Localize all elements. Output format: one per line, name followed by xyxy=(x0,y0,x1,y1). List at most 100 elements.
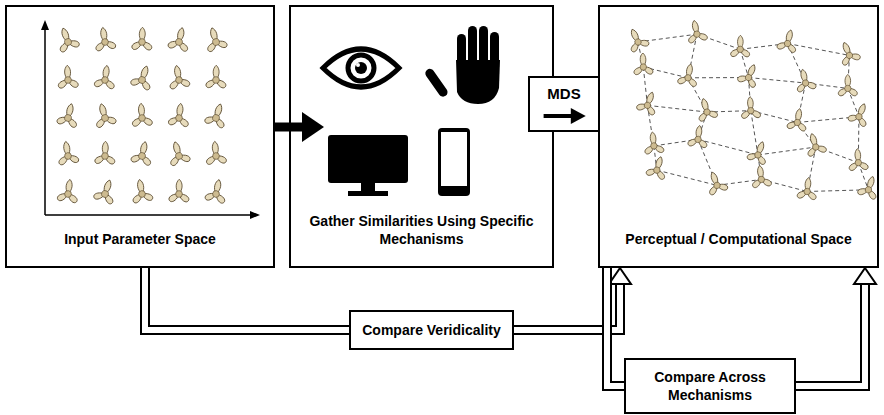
stimulus-shape xyxy=(164,139,192,168)
shape-core xyxy=(744,73,752,81)
stimulus-shape xyxy=(168,179,191,203)
stimulus-shape xyxy=(167,102,192,128)
hand-palm xyxy=(456,60,500,104)
stimulus-shape xyxy=(634,88,662,117)
stimulus-shape xyxy=(729,35,751,58)
monitor-base xyxy=(348,191,388,196)
shape-core xyxy=(64,152,72,160)
flow-arrow xyxy=(275,112,324,142)
stimulus-grid xyxy=(52,24,231,206)
grid-link xyxy=(647,105,707,112)
box-label: Perceptual / Computational Space xyxy=(625,230,851,248)
arrow-outline xyxy=(796,284,865,386)
stimulus-shape xyxy=(56,65,80,90)
arrow-head xyxy=(571,108,586,124)
arrow-outline xyxy=(607,268,624,386)
shape-core xyxy=(138,190,146,198)
shape-core xyxy=(804,188,811,195)
arrow-hollow xyxy=(145,268,349,330)
shape-core xyxy=(703,108,711,116)
shape-core xyxy=(855,159,862,166)
stimulus-shape xyxy=(90,101,118,130)
box-label: Compare Veridicality xyxy=(362,321,501,339)
arrow-shaft xyxy=(544,114,573,118)
stimulus-shape xyxy=(749,164,773,189)
panel-box: Input Parameter Space xyxy=(5,5,275,268)
stimulus-shape xyxy=(785,107,810,133)
shape-core xyxy=(64,114,72,122)
shape-core xyxy=(101,38,109,46)
eye-icon xyxy=(323,49,399,87)
stimulus-shape xyxy=(203,177,230,205)
shape-core xyxy=(64,76,71,83)
monitor-neck xyxy=(361,183,375,192)
stimulus-shape xyxy=(739,96,761,120)
shape-core xyxy=(634,38,643,47)
stimulus-shape xyxy=(201,25,229,54)
shape-core xyxy=(176,191,183,198)
eye-glint xyxy=(356,63,360,67)
shape-core xyxy=(175,152,183,160)
arrow-head xyxy=(302,112,324,142)
arrow-outline xyxy=(145,268,349,330)
stimulus-shape xyxy=(775,27,801,54)
shape-core xyxy=(653,166,661,174)
phone-screen xyxy=(441,132,467,186)
stimulus-shape xyxy=(632,53,654,76)
stimulus-shape xyxy=(128,178,154,205)
shape-core xyxy=(101,114,109,122)
stimulus-shape xyxy=(686,124,710,149)
arrow-head xyxy=(854,268,876,284)
stimulus-shape xyxy=(92,26,118,53)
stimulus-shape xyxy=(847,148,870,172)
shape-core xyxy=(643,101,651,109)
box-label: Input Parameter Space xyxy=(64,230,216,248)
shape-core xyxy=(713,181,721,189)
stimulus-shape xyxy=(693,96,720,124)
shape-core xyxy=(754,151,762,159)
shape-core xyxy=(64,190,72,198)
stimulus-shape xyxy=(131,27,154,52)
stimulus-shape xyxy=(684,18,709,45)
stimulus-shape xyxy=(622,25,651,54)
hollow-arrow xyxy=(796,268,876,386)
arrow-hollow xyxy=(796,284,865,386)
arrow-hollow xyxy=(607,268,624,386)
phone-icon xyxy=(438,128,470,196)
axis-head xyxy=(41,20,260,219)
panel-box: Gather Similarities Using Specific Mecha… xyxy=(289,5,554,268)
axes xyxy=(41,20,260,219)
stimulus-shape xyxy=(205,65,228,89)
stimulus-shape xyxy=(130,103,154,128)
stimulus-shape xyxy=(55,101,82,129)
shape-core xyxy=(213,77,220,84)
shape-core xyxy=(640,64,647,71)
stimulus-shape xyxy=(642,131,665,156)
axis-line xyxy=(45,28,252,215)
stimulus-shape xyxy=(834,38,862,67)
shape-core xyxy=(845,85,851,91)
shape-core xyxy=(845,51,853,59)
stimulus-shape xyxy=(55,140,81,167)
shape-core xyxy=(747,107,754,114)
shape-core xyxy=(138,114,145,121)
shape-core xyxy=(694,136,701,143)
eye-iris xyxy=(348,55,374,81)
hand-thumb xyxy=(424,67,450,98)
shape-core xyxy=(175,114,182,121)
grid-link xyxy=(758,147,816,155)
stimulus-shape xyxy=(204,140,228,166)
mechanism-icons xyxy=(323,26,500,196)
grid-link xyxy=(657,170,717,185)
stimulus-shape xyxy=(92,176,121,206)
stimulus-shape xyxy=(165,64,191,91)
stimulus-shape xyxy=(745,138,773,167)
shape-core xyxy=(212,38,220,46)
grid-link xyxy=(788,44,850,56)
shape-core xyxy=(138,76,147,85)
shape-core xyxy=(650,142,657,149)
hollow-arrow xyxy=(607,268,624,386)
grid-link xyxy=(698,139,758,155)
